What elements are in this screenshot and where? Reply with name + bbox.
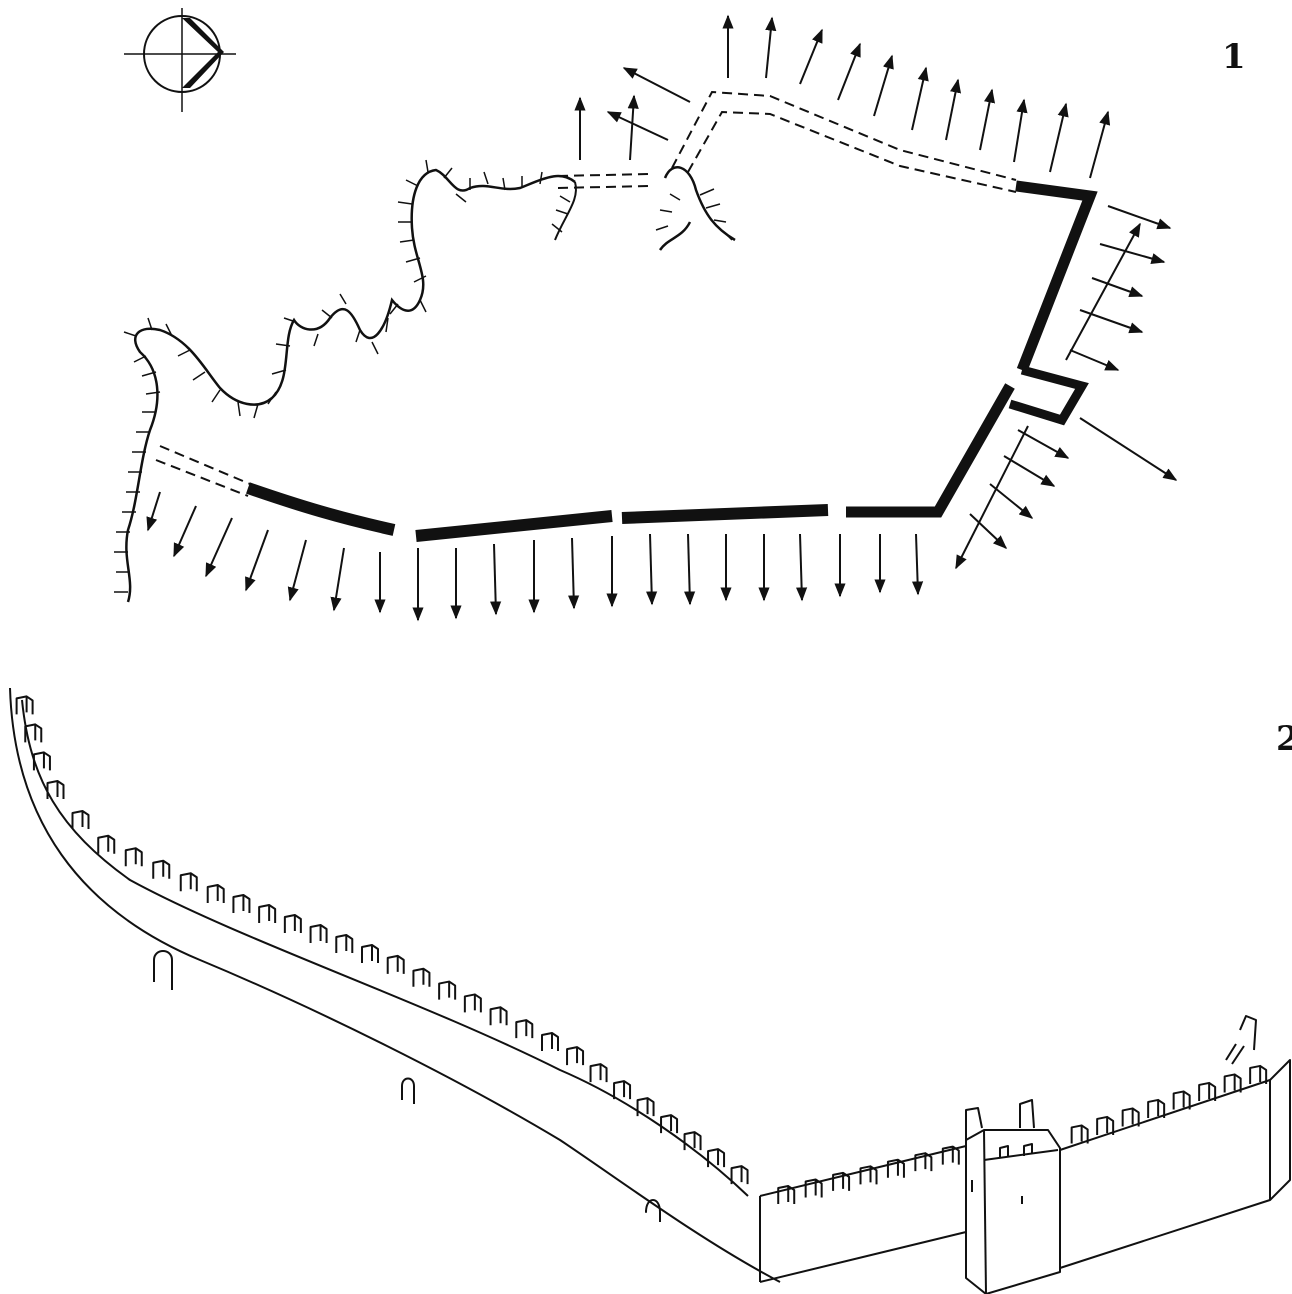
merlon xyxy=(361,944,379,963)
merlon xyxy=(438,980,457,1000)
merlon xyxy=(566,1046,585,1066)
merlon xyxy=(258,904,277,923)
merlon xyxy=(660,1114,679,1134)
merlon xyxy=(636,1097,655,1117)
wall-merlons xyxy=(777,1145,960,1205)
arched-opening xyxy=(153,950,173,990)
merlon xyxy=(97,834,116,854)
merlon xyxy=(24,723,43,743)
merlon xyxy=(914,1152,933,1172)
cliff-edge xyxy=(114,159,736,603)
merlon xyxy=(1198,1081,1217,1101)
merlon xyxy=(206,884,225,903)
merlon xyxy=(777,1185,796,1205)
elevation-view xyxy=(9,687,1291,1294)
surviving-walls xyxy=(246,180,1098,542)
merlon xyxy=(309,924,328,943)
merlon xyxy=(683,1131,702,1151)
merlon xyxy=(886,1158,905,1178)
merlon xyxy=(707,1148,726,1168)
arched-opening xyxy=(401,1077,415,1104)
merlon xyxy=(489,1006,508,1026)
merlon xyxy=(941,1145,960,1165)
merlon xyxy=(412,967,431,987)
merlon xyxy=(46,780,65,799)
wall-outline xyxy=(9,687,781,1283)
merlon xyxy=(541,1032,559,1051)
merlon xyxy=(804,1178,823,1198)
merlon xyxy=(232,894,251,913)
merlon xyxy=(1172,1090,1191,1110)
figure-label-elevation: 2 xyxy=(1276,719,1292,759)
merlon xyxy=(832,1171,851,1191)
merlon xyxy=(1223,1073,1242,1093)
merlon xyxy=(613,1080,632,1100)
merlon xyxy=(859,1165,878,1185)
wall-merlons xyxy=(15,695,749,1185)
merlon xyxy=(335,934,354,953)
merlon xyxy=(1096,1115,1115,1135)
merlon xyxy=(1121,1107,1140,1127)
merlon xyxy=(515,1019,534,1039)
merlon xyxy=(1249,1064,1268,1084)
merlon xyxy=(15,695,34,715)
merlon xyxy=(589,1063,608,1083)
north-arrow-icon xyxy=(124,8,236,112)
merlon xyxy=(1070,1124,1089,1144)
merlon xyxy=(71,810,90,829)
merlon xyxy=(32,751,51,771)
merlon xyxy=(124,847,143,867)
merlon xyxy=(179,872,198,892)
merlon xyxy=(283,914,302,933)
merlon xyxy=(1147,1098,1166,1118)
gate-tower xyxy=(965,1099,1061,1294)
merlon xyxy=(152,859,171,879)
merlon xyxy=(730,1165,749,1185)
figure-label-plan: 1 xyxy=(1222,37,1246,77)
arched-opening xyxy=(645,1199,661,1222)
wall-merlons xyxy=(1070,1064,1268,1144)
plan-view xyxy=(114,8,1178,622)
fire-direction-arrows xyxy=(146,14,1178,622)
merlon xyxy=(463,993,482,1013)
merlon xyxy=(386,954,405,974)
lost-wall-lines xyxy=(155,90,1017,497)
